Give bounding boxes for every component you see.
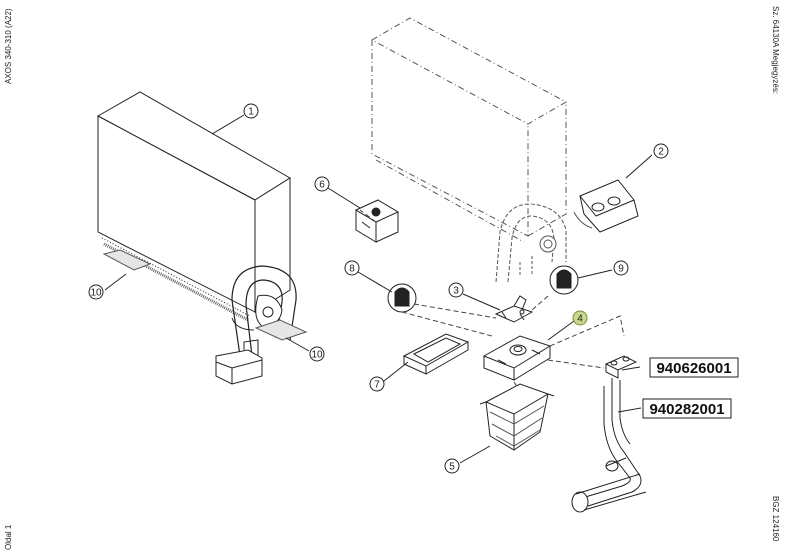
callout-2: 2: [658, 147, 664, 158]
evaporator-core: [96, 91, 308, 385]
callout-1: 1: [248, 107, 254, 118]
callout-leaders: [104, 114, 653, 464]
flange-gasket: [573, 179, 639, 233]
ghost-pipe: [495, 203, 567, 283]
leader-lines: [359, 209, 625, 389]
cap-9: [549, 265, 579, 295]
callout-10-a: 10: [90, 288, 102, 299]
callout-8: 8: [349, 264, 355, 275]
foam-block: [354, 199, 400, 243]
callouts: [88, 103, 669, 474]
expansion-valve: [482, 335, 552, 381]
evaporator-ghost: [370, 17, 568, 243]
cap-8: [387, 283, 417, 313]
part-number-boxes: 940626001 940282001: [642, 357, 739, 419]
part-number-940282001: 940282001: [649, 401, 724, 418]
drain-tray: [402, 333, 470, 375]
part-number-940626001: 940626001: [656, 360, 731, 377]
callout-5: 5: [449, 462, 455, 473]
callout-10-b: 10: [311, 350, 323, 361]
bracket-clip: [494, 295, 534, 323]
callout-4: 4: [577, 314, 583, 325]
callout-9: 9: [618, 264, 624, 275]
callout-7: 7: [374, 380, 380, 391]
pipe-assembly: [571, 355, 647, 513]
drain-box: [479, 383, 555, 451]
callout-6: 6: [319, 180, 325, 191]
callout-3: 3: [453, 286, 459, 297]
